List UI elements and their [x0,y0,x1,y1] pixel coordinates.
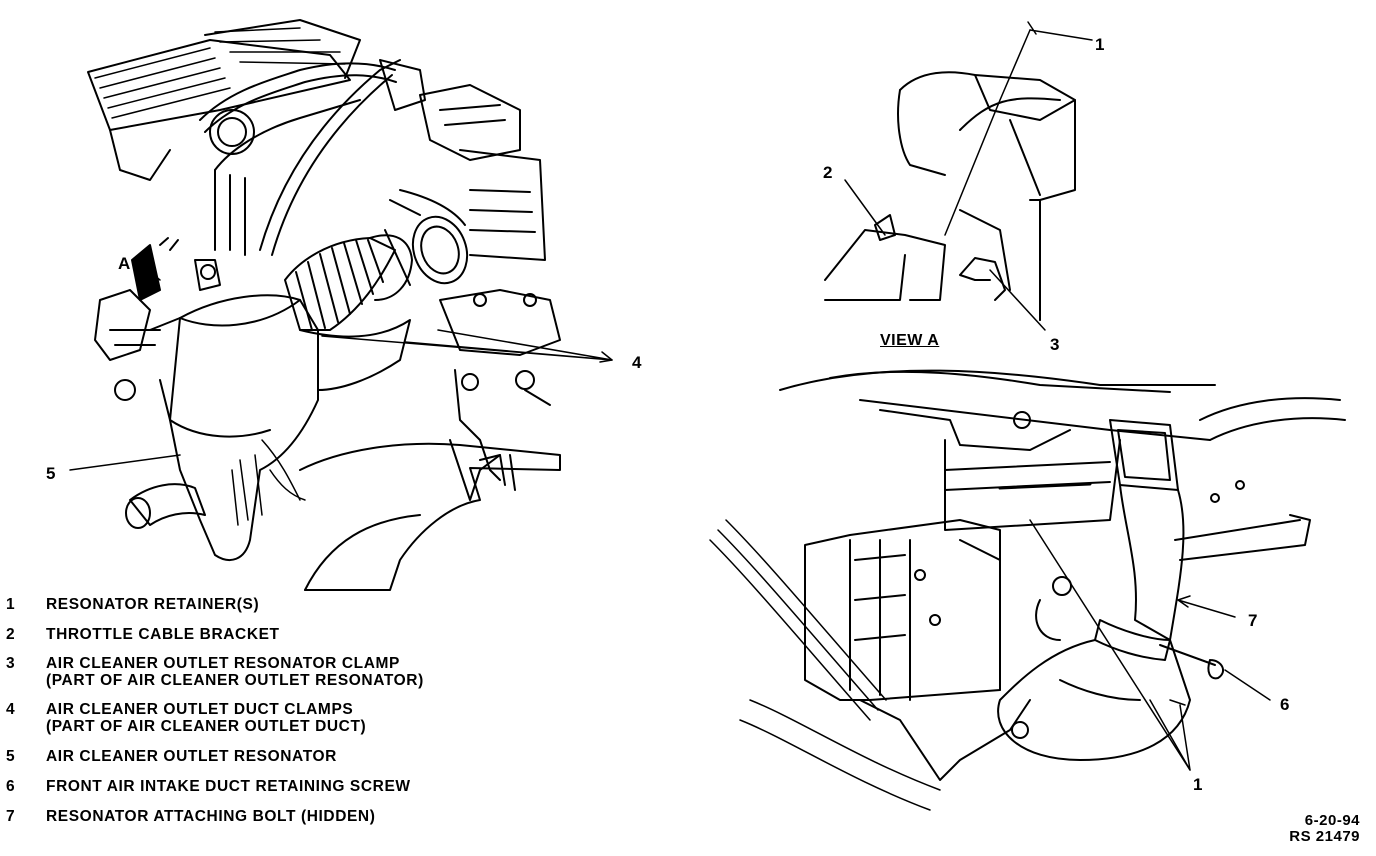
figure-stamp: 6-20-94 RS 21479 [1289,813,1360,845]
resonator [169,294,411,561]
callout-1: 1 [1193,775,1203,794]
callout-6: 6 [1280,695,1290,714]
fender [299,439,561,591]
legend-number: 6 [6,778,16,795]
view-a-callout-2: 2 [823,163,833,182]
legend-text: (PART OF AIR CLEANER OUTLET DUCT) [46,718,367,735]
legend-number: 1 [6,596,16,613]
view-a-label: VIEW A [880,332,940,349]
left-engine-parts [94,237,221,421]
legend-number: 2 [6,626,16,643]
legend-item: 5 AIR CLEANER OUTLET RESONATOR [6,748,646,765]
legend-item: 1 RESONATOR RETAINER(S) [6,596,646,613]
legend-text: THROTTLE CABLE BRACKET [46,626,280,643]
outlet-duct [284,234,413,331]
legend-number: 3 [6,655,16,672]
callout-7: 7 [1248,611,1258,630]
legend-item: 4 AIR CLEANER OUTLET DUCT CLAMPS (PART O… [6,701,646,735]
hoses [199,59,521,256]
engine-bay-illustration [69,19,613,591]
legend-text: AIR CLEANER OUTLET RESONATOR [46,748,337,765]
view-a-illustration [824,21,1093,331]
intake-snorkel [997,419,1191,761]
view-a-callout-1: 1 [1095,35,1105,54]
legend-text: RESONATOR RETAINER(S) [46,596,260,613]
reference-stamp: RS 21479 [1289,828,1360,845]
view-a-leader-lines [844,21,1093,331]
left-leader-lines [69,267,613,471]
callout-a: A [118,254,131,273]
legend-number: 4 [6,701,16,718]
legend-number: 5 [6,748,16,765]
elbow-pipe [125,483,206,529]
callout-4: 4 [632,353,642,372]
installed-view-illustration [709,369,1346,811]
callout-5: 5 [46,464,56,483]
view-a-callout-3: 3 [1050,335,1060,354]
legend-item: 6 FRONT AIR INTAKE DUCT RETAINING SCREW [6,778,646,795]
legend-text: RESONATOR ATTACHING BOLT (HIDDEN) [46,808,376,825]
legend-item: 7 RESONATOR ATTACHING BOLT (HIDDEN) [6,808,646,825]
legend: 1 RESONATOR RETAINER(S) 2 THROTTLE CABLE… [6,596,646,825]
throttle-body [384,149,546,286]
intake-plenum [87,19,361,181]
legend-text: FRONT AIR INTAKE DUCT RETAINING SCREW [46,778,411,795]
legend-item: 3 AIR CLEANER OUTLET RESONATOR CLAMP (PA… [6,655,646,689]
date-stamp: 6-20-94 [1304,812,1360,829]
installed-leader-lines [1029,519,1271,771]
legend-number: 7 [6,808,16,825]
legend-text: AIR CLEANER OUTLET DUCT CLAMPS [46,701,354,718]
wire-harness [709,519,941,811]
legend-text: AIR CLEANER OUTLET RESONATOR CLAMP [46,655,400,672]
legend-item: 2 THROTTLE CABLE BRACKET [6,626,646,643]
brackets [439,289,561,481]
legend-text: (PART OF AIR CLEANER OUTLET RESONATOR) [46,672,424,689]
engine-block [804,519,1031,781]
